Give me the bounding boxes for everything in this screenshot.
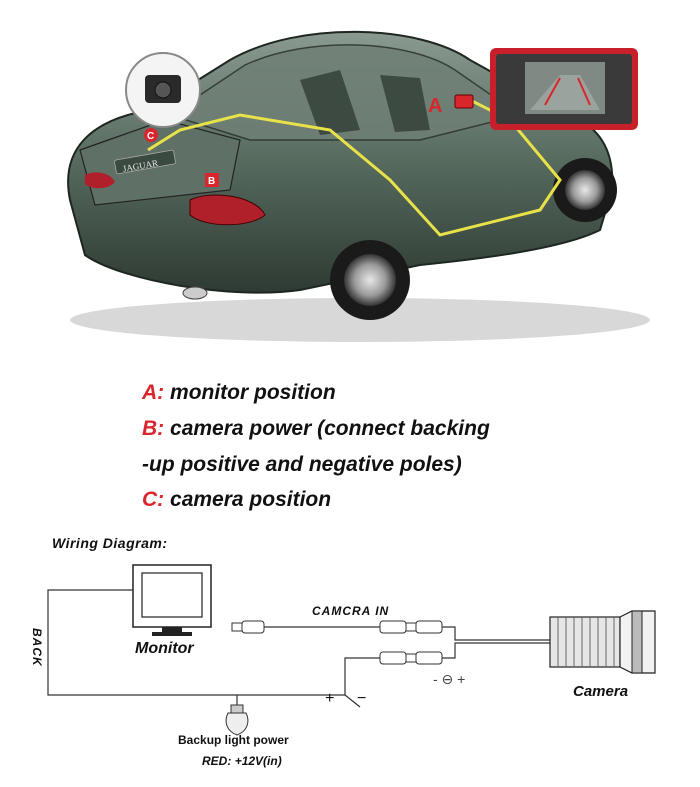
camera-icon <box>549 610 656 674</box>
monitor-small-icon <box>454 94 474 109</box>
monitor-inset <box>490 48 638 130</box>
car-illustration: JAGUAR C B A <box>67 30 650 342</box>
car-seat <box>300 70 360 135</box>
rca-connector-power <box>379 651 443 665</box>
legend-letter-a: A: <box>142 381 165 404</box>
back-label: BACK <box>30 628 44 667</box>
rear-wheel <box>330 240 410 320</box>
marker-b-badge: B <box>205 173 219 187</box>
marker-c-badge: C <box>144 128 158 142</box>
backup-light-bulb-icon <box>225 704 249 736</box>
polarity-symbol: - ⊖ + <box>433 671 466 687</box>
car-shadow <box>70 298 650 342</box>
license-plate <box>114 149 176 175</box>
rca-plug-monitor <box>231 620 265 634</box>
monitor-icon <box>132 564 212 636</box>
wiring-diagram-title: Wiring Diagram: <box>52 535 168 551</box>
legend-text-c: camera position <box>170 488 332 511</box>
legend-item-a: A: monitor position <box>142 381 336 405</box>
legend-text-a: monitor position <box>170 381 336 404</box>
front-wheel <box>553 158 617 222</box>
power-wire-camera <box>442 642 550 659</box>
legend-text-b: camera power (connect backing <box>170 417 490 440</box>
tail-light-left <box>85 172 115 189</box>
video-wire-camera <box>442 626 550 641</box>
voltage-label: +12V(in) <box>234 754 282 768</box>
camera-label: Camera <box>573 683 629 700</box>
ground-wire <box>344 694 361 708</box>
legend-letter-c: C: <box>142 488 165 511</box>
marker-a-text: A <box>428 95 442 117</box>
rca-connector-video <box>379 620 443 634</box>
legend-letter-b: B: <box>142 417 165 440</box>
camera-inset <box>125 52 201 128</box>
marker-b-text: B <box>208 176 215 187</box>
wiring-diagram <box>47 564 656 736</box>
car-seat <box>380 75 430 132</box>
legend-text-b2: -up positive and negative poles) <box>142 453 462 476</box>
plus-sign: + <box>325 690 335 707</box>
exhaust-pipe <box>182 286 208 300</box>
monitor-label: Monitor <box>135 640 194 657</box>
back-wire <box>47 589 232 696</box>
wire-route <box>147 98 562 237</box>
camera-in-label: CAMCRA IN <box>312 604 390 618</box>
minus-sign: − <box>357 690 367 707</box>
backup-power-label: Backup light power <box>178 733 289 747</box>
legend-item-c: C: camera position <box>142 488 331 512</box>
red-voltage-label: RED: +12V(in) <box>202 754 282 768</box>
legend-item-b-cont: -up positive and negative poles) <box>142 453 462 477</box>
red-label: RED: <box>202 754 232 768</box>
legend-item-b: B: camera power (connect backing <box>142 417 490 441</box>
power-wire <box>232 657 380 696</box>
marker-c-text: C <box>147 131 154 142</box>
tail-light-right <box>189 194 266 226</box>
